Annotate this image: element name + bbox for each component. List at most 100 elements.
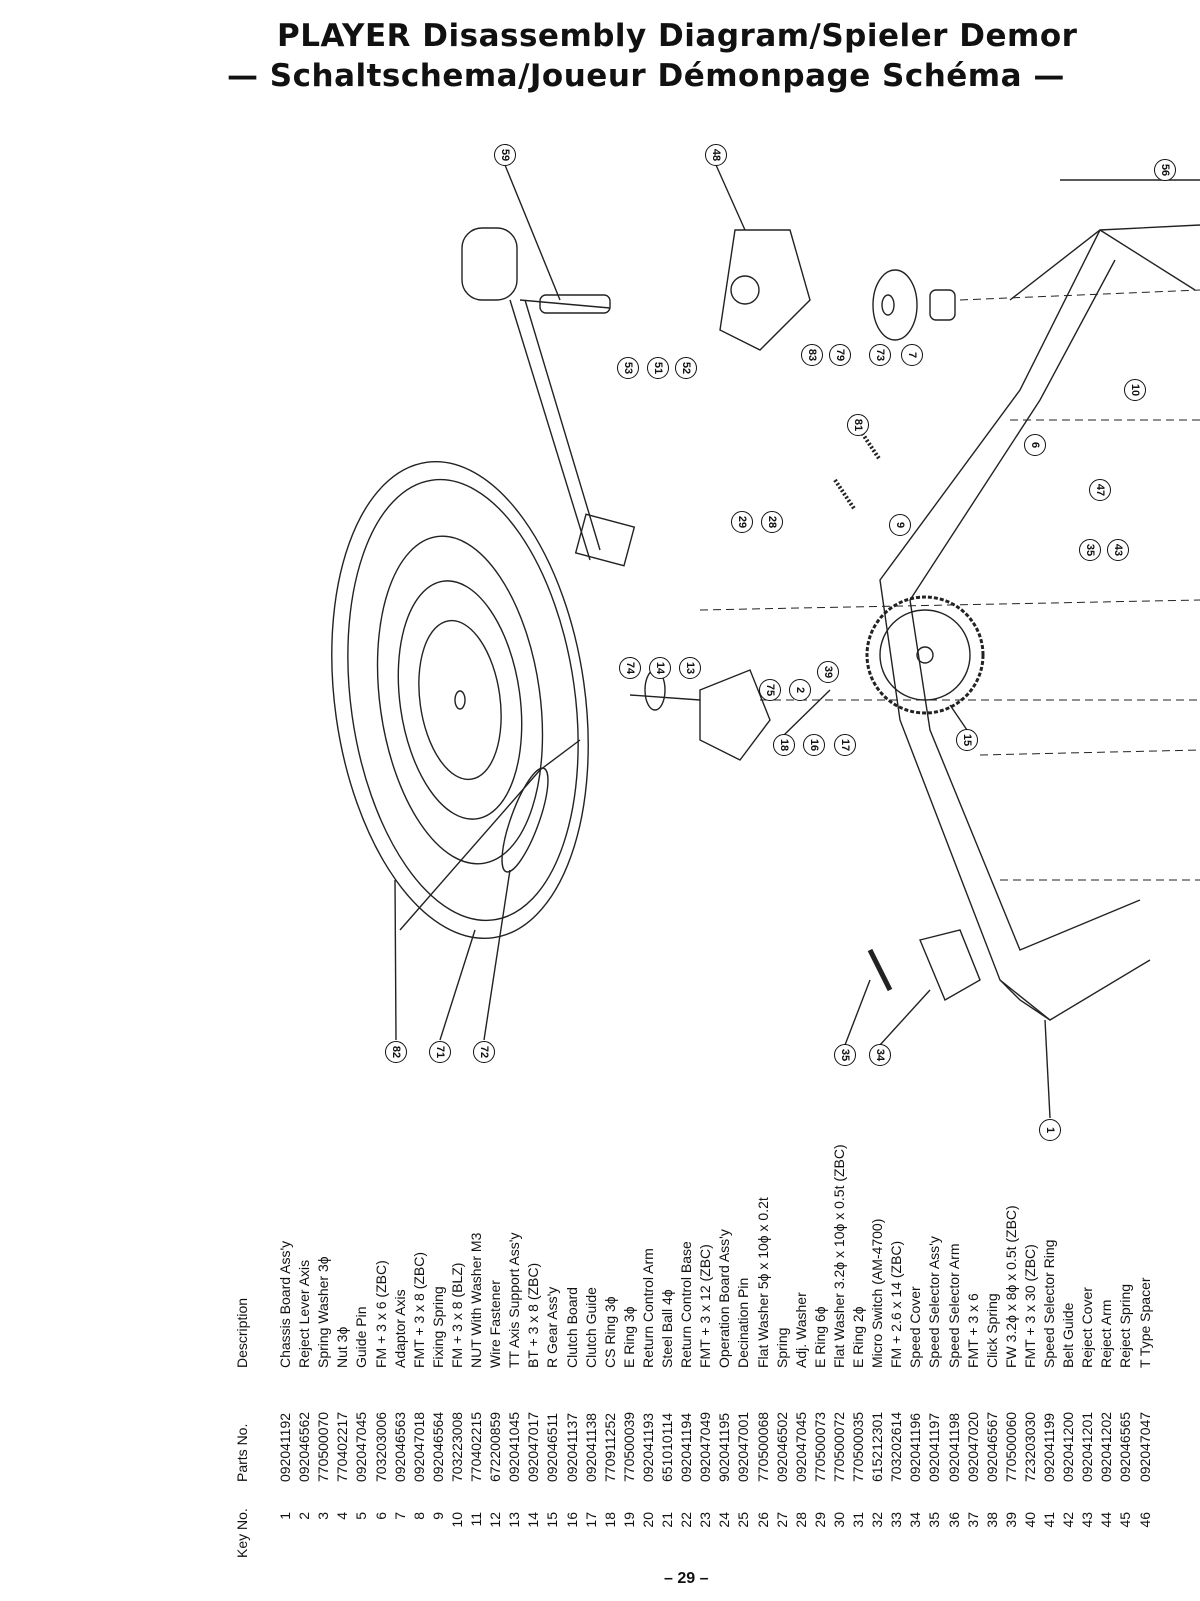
parts-no-cell: 092046511 [544,1412,561,1482]
parts-no-cell: 092047045 [792,1411,809,1482]
parts-no-cell: 092046563 [391,1411,408,1482]
parts-no-cell: 703223008 [448,1411,465,1482]
key-no-cell: 17 [582,1512,599,1528]
description-cell: FM + 2.6 x 14 (ZBC) [888,1240,905,1368]
callout-39: 39 [817,661,839,683]
description-cell: Return Control Base [678,1241,695,1368]
description-cell: Steel Ball 4ϕ [659,1289,675,1368]
key-no-cell: 24 [716,1512,733,1528]
callout-number: 75 [764,683,776,697]
callout-18: 18 [773,734,795,756]
column-header-description: Description [234,1297,250,1368]
parts-no-cell: 672200859 [487,1411,504,1482]
callout-number: 73 [874,348,886,362]
key-no-cell: 31 [850,1512,866,1528]
parts-no-cell: 092046564 [429,1411,446,1482]
parts-no-cell: 092041192 [277,1412,293,1482]
callout-number: 34 [874,1048,886,1062]
parts-no-cell: 092041200 [1060,1411,1077,1482]
parts-no-cell: 092047001 [735,1411,752,1482]
description-cell: Adaptor Axis [391,1289,408,1368]
key-no-cell: 3 [315,1512,332,1520]
description-cell: Chassis Board Ass'y [277,1240,293,1368]
parts-no-cell: 092041202 [1098,1411,1115,1482]
key-no-cell: 30 [830,1512,847,1528]
callout-1: 1 [1039,1119,1061,1141]
callout-number: 29 [736,515,748,529]
key-no-cell: 42 [1060,1512,1077,1528]
description-cell: Guide Pin [353,1306,370,1368]
description-cell: NUT With Washer M3 [468,1232,484,1368]
key-no-cell: 46 [1136,1512,1153,1528]
callout-number: 51 [652,361,664,375]
parts-no-cell: 092041138 [582,1412,599,1482]
key-no-cell: 33 [888,1512,905,1528]
key-no-cell: 45 [1117,1512,1134,1528]
description-cell: Operation Board Ass'y [716,1229,733,1368]
parts-no-cell: 092041197 [926,1412,943,1482]
parts-no-cell: 770500035 [850,1411,866,1482]
callout-72: 72 [473,1041,495,1063]
key-no-cell: 10 [448,1512,465,1528]
parts-no-cell: 703202614 [888,1411,905,1482]
description-cell: FM + 3 x 8 (BLZ) [448,1262,465,1368]
callout-number: 47 [1094,483,1106,497]
parts-no-cell: 770500070 [315,1411,332,1482]
callout-10: 10 [1124,379,1146,401]
callout-number: 43 [1112,543,1124,557]
callout-number: 16 [808,738,820,752]
callout-number: 10 [1129,383,1141,397]
parts-no-cell: 092041201 [1079,1411,1096,1482]
callout-81: 81 [847,414,869,436]
callout-79: 79 [829,344,851,366]
key-no-cell: 29 [811,1512,828,1528]
table-row: 44 092041202 Reject Arm [1097,1090,1116,1560]
parts-no-cell: 092047018 [410,1411,427,1482]
table-row: 33 703202614 FM + 2.6 x 14 (ZBC) [887,1090,906,1560]
parts-no-cell: 092046562 [296,1411,313,1482]
description-cell: Reject Spring [1117,1283,1134,1368]
key-no-cell: 12 [487,1512,504,1528]
description-cell: Flat Washer 3.2ϕ x 10ϕ x 0.5t (ZBC) [830,1144,847,1368]
description-cell: Speed Selector Ring [1041,1239,1057,1368]
key-no-cell: 28 [792,1512,809,1528]
key-no-cell: 22 [678,1512,695,1528]
key-no-cell: 44 [1098,1512,1115,1528]
parts-no-cell: 092041199 [1041,1412,1057,1482]
callout-15: 15 [956,729,978,751]
parts-no-cell: 615212301 [869,1411,886,1482]
description-cell: Micro Switch (AM-4700) [869,1218,886,1368]
parts-no-cell: 092046502 [773,1411,790,1482]
parts-no-cell: 092047045 [353,1411,370,1482]
key-no-cell: 19 [620,1512,637,1528]
description-cell: Click Spring [983,1293,1000,1368]
callout-number: 14 [654,661,666,675]
callout-34: 34 [869,1044,891,1066]
parts-no-cell: 770500039 [620,1411,637,1482]
key-no-cell: 1 [277,1512,293,1520]
description-cell: Reject Arm [1098,1299,1115,1368]
callout-74: 74 [619,657,641,679]
callout-35: 35 [1079,539,1101,561]
callout-56: 56 [1154,159,1176,181]
callout-number: 35 [1084,543,1096,557]
callout-83: 83 [801,344,823,366]
